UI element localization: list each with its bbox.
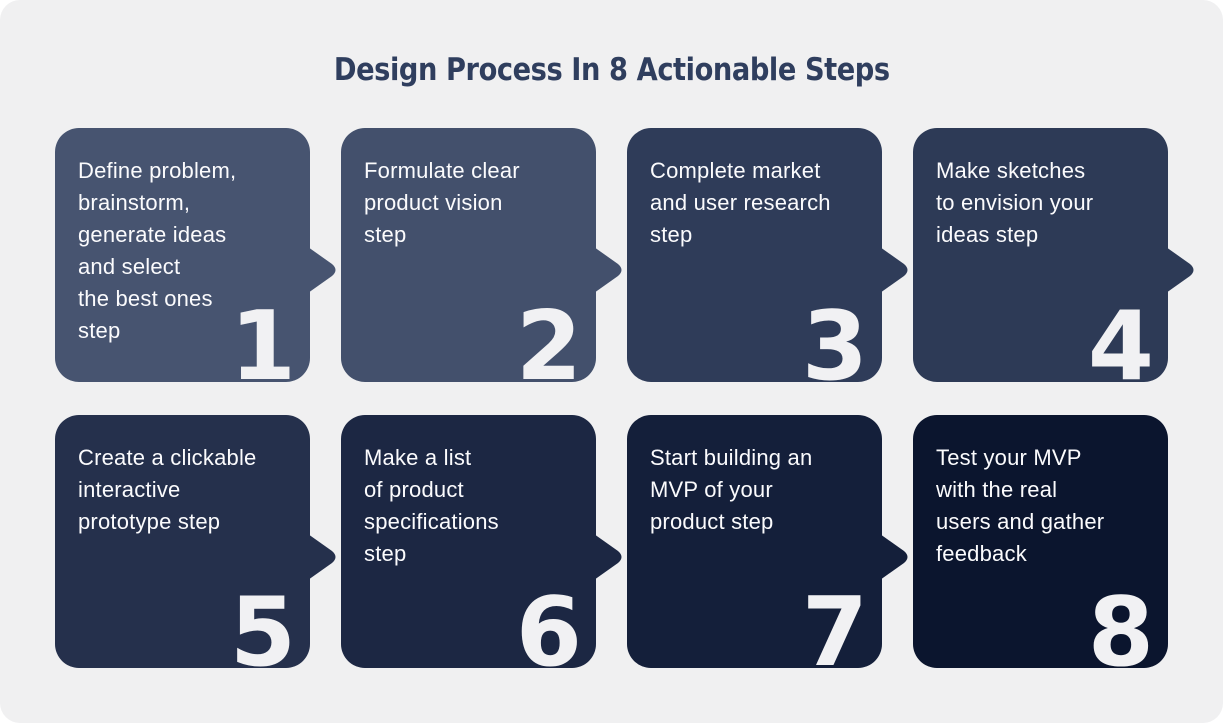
step-card-2: Formulate clear product vision step 2 (341, 128, 622, 382)
arrow-right-icon (880, 533, 912, 580)
page-title-text: Design Process In 8 Actionable Steps (333, 52, 890, 88)
arrow-right-icon (880, 247, 912, 294)
step-card-7: Start building an MVP of your product st… (627, 415, 908, 668)
step-number: 8 (1087, 577, 1154, 668)
step-card-6-body: Make a list of product specifications st… (341, 415, 596, 668)
step-card-8-body: Test your MVP with the real users and ga… (913, 415, 1168, 668)
step-number: 3 (801, 291, 868, 382)
step-description: Make a list of product specifications st… (364, 445, 499, 566)
arrow-right-icon (308, 533, 340, 580)
arrow-right-icon (594, 247, 626, 294)
arrow-right-icon (1166, 247, 1198, 294)
step-number: 1 (229, 291, 296, 382)
step-card-5-body: Create a clickable interactive prototype… (55, 415, 310, 668)
step-card-5: Create a clickable interactive prototype… (55, 415, 336, 668)
step-card-1-body: Define problem, brainstorm, generate ide… (55, 128, 310, 382)
step-card-4: Make sketches to envision your ideas ste… (913, 128, 1194, 382)
step-description: Start building an MVP of your product st… (650, 445, 813, 534)
step-card-6: Make a list of product specifications st… (341, 415, 622, 668)
step-number: 2 (515, 291, 582, 382)
arrow-right-icon (308, 247, 340, 294)
step-description: Formulate clear product vision step (364, 158, 520, 247)
step-card-3-body: Complete market and user research step 3 (627, 128, 882, 382)
step-number: 7 (801, 577, 868, 668)
step-number: 4 (1087, 291, 1154, 382)
steps-grid: Define problem, brainstorm, generate ide… (55, 128, 1194, 668)
step-card-3: Complete market and user research step 3 (627, 128, 908, 382)
step-description: Make sketches to envision your ideas ste… (936, 158, 1094, 247)
step-card-4-body: Make sketches to envision your ideas ste… (913, 128, 1168, 382)
step-card-8: Test your MVP with the real users and ga… (913, 415, 1168, 668)
step-card-2-body: Formulate clear product vision step 2 (341, 128, 596, 382)
step-description: Create a clickable interactive prototype… (78, 445, 257, 534)
step-description: Complete market and user research step (650, 158, 831, 247)
arrow-right-icon (594, 533, 626, 580)
step-number: 6 (515, 577, 582, 668)
page-title: Design Process In 8 Actionable Steps (0, 52, 1223, 88)
step-description: Test your MVP with the real users and ga… (936, 445, 1105, 566)
step-description: Define problem, brainstorm, generate ide… (78, 158, 237, 343)
step-number: 5 (229, 577, 296, 668)
step-card-7-body: Start building an MVP of your product st… (627, 415, 882, 668)
step-card-1: Define problem, brainstorm, generate ide… (55, 128, 336, 382)
